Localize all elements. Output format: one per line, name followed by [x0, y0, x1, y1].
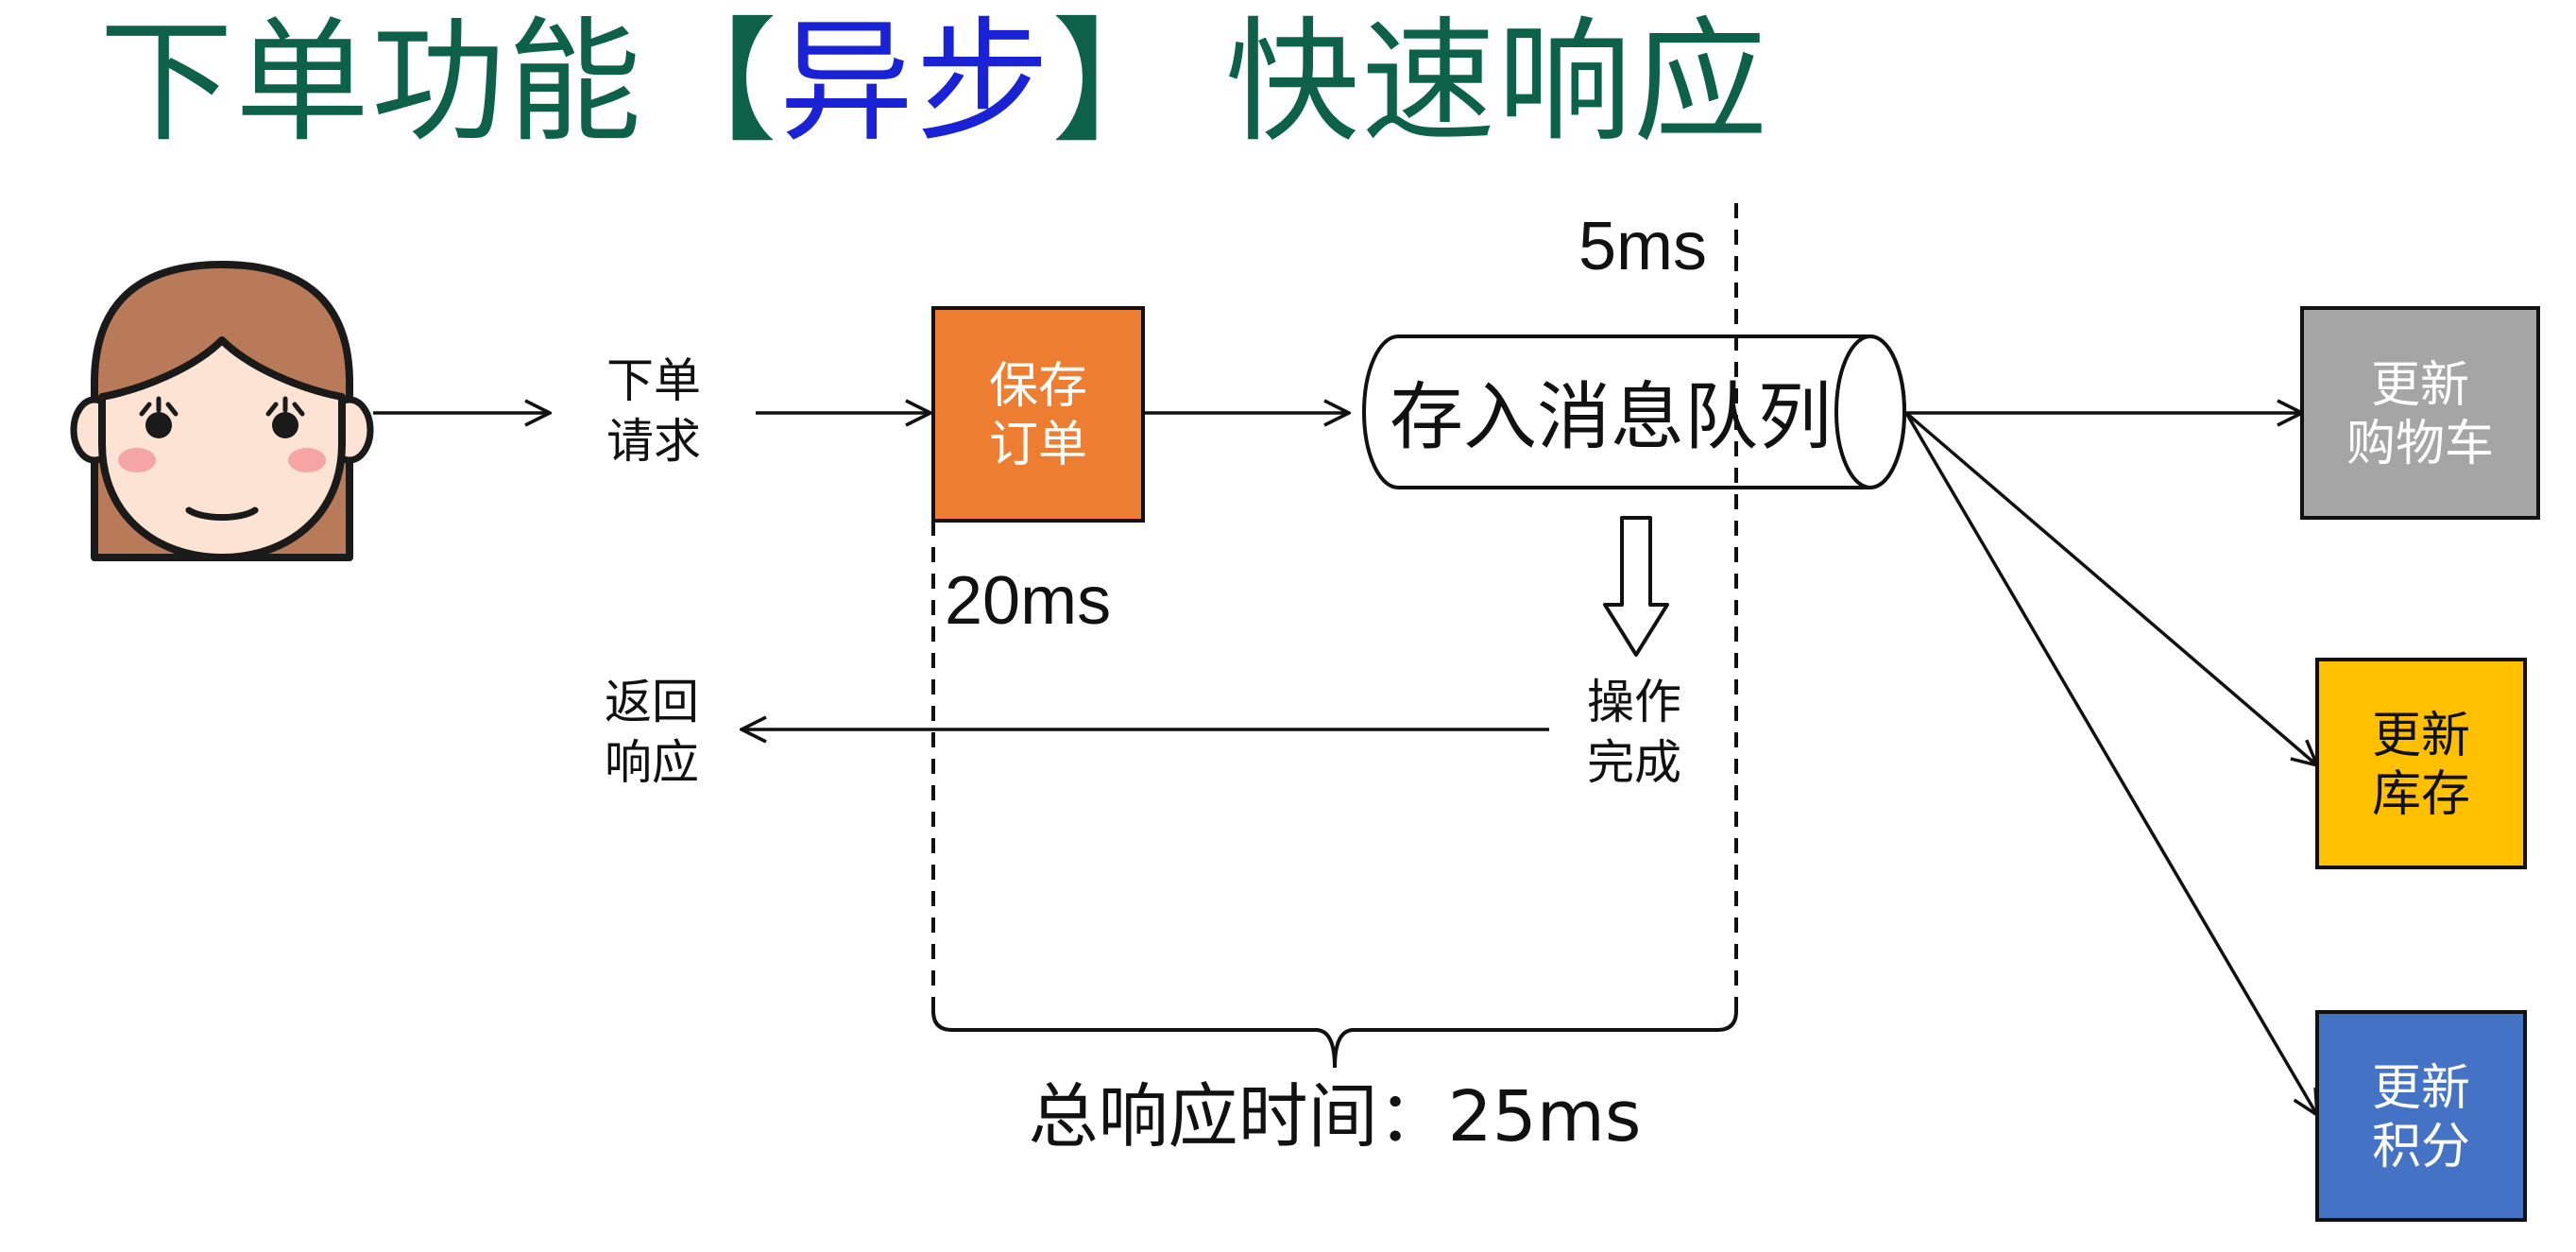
title-suffix: 快速响应 [1225, 5, 1769, 161]
update-points-box: 更新 积分 [2315, 1010, 2527, 1222]
arrow-queue-to-stock [1904, 411, 2317, 765]
request-label-line2: 请求 [606, 414, 701, 469]
title-prefix: 下单功能 [99, 5, 643, 161]
queue-label: 存入消息队列 [1390, 375, 1832, 460]
total-time-label: 总响应时间：25ms [1029, 1076, 1642, 1158]
title-highlight: 异步 [779, 5, 1051, 161]
save-order-label-line2: 订单 [989, 417, 1087, 473]
return-label-line2: 响应 [605, 735, 699, 790]
title-bracket-open: 【 [643, 5, 779, 161]
update-stock-label-line2: 库存 [2372, 766, 2470, 823]
title-bracket-close: 】 [1051, 5, 1187, 161]
hollow-down-arrow [1603, 516, 1669, 657]
return-label-line1: 返回 [605, 675, 699, 729]
queue-time-label: 5ms [1578, 209, 1707, 284]
update-stock-box: 更新 库存 [2315, 658, 2527, 869]
total-time-brace [931, 1010, 1738, 1069]
message-queue-cylinder: 存入消息队列 [1362, 334, 1906, 489]
update-cart-box: 更新 购物车 [2300, 306, 2540, 520]
save-time-label: 20ms [945, 563, 1111, 639]
update-cart-label-line1: 更新 [2371, 357, 2469, 414]
update-cart-label-line2: 购物车 [2346, 416, 2494, 472]
request-label-line1: 下单 [606, 353, 701, 408]
done-label-line2: 完成 [1587, 735, 1681, 790]
girl-face-icon [70, 261, 374, 561]
arrow-queue-to-points [1904, 412, 2317, 1115]
update-points-label-line1: 更新 [2372, 1060, 2470, 1117]
done-label-line1: 操作 [1587, 675, 1681, 729]
update-points-label-line2: 积分 [2372, 1119, 2470, 1175]
update-stock-label-line1: 更新 [2372, 708, 2470, 764]
slide-title: 下单功能【异步】快速响应 [99, 0, 1769, 165]
save-order-label-line1: 保存 [989, 358, 1087, 415]
save-order-box: 保存 订单 [931, 306, 1145, 523]
